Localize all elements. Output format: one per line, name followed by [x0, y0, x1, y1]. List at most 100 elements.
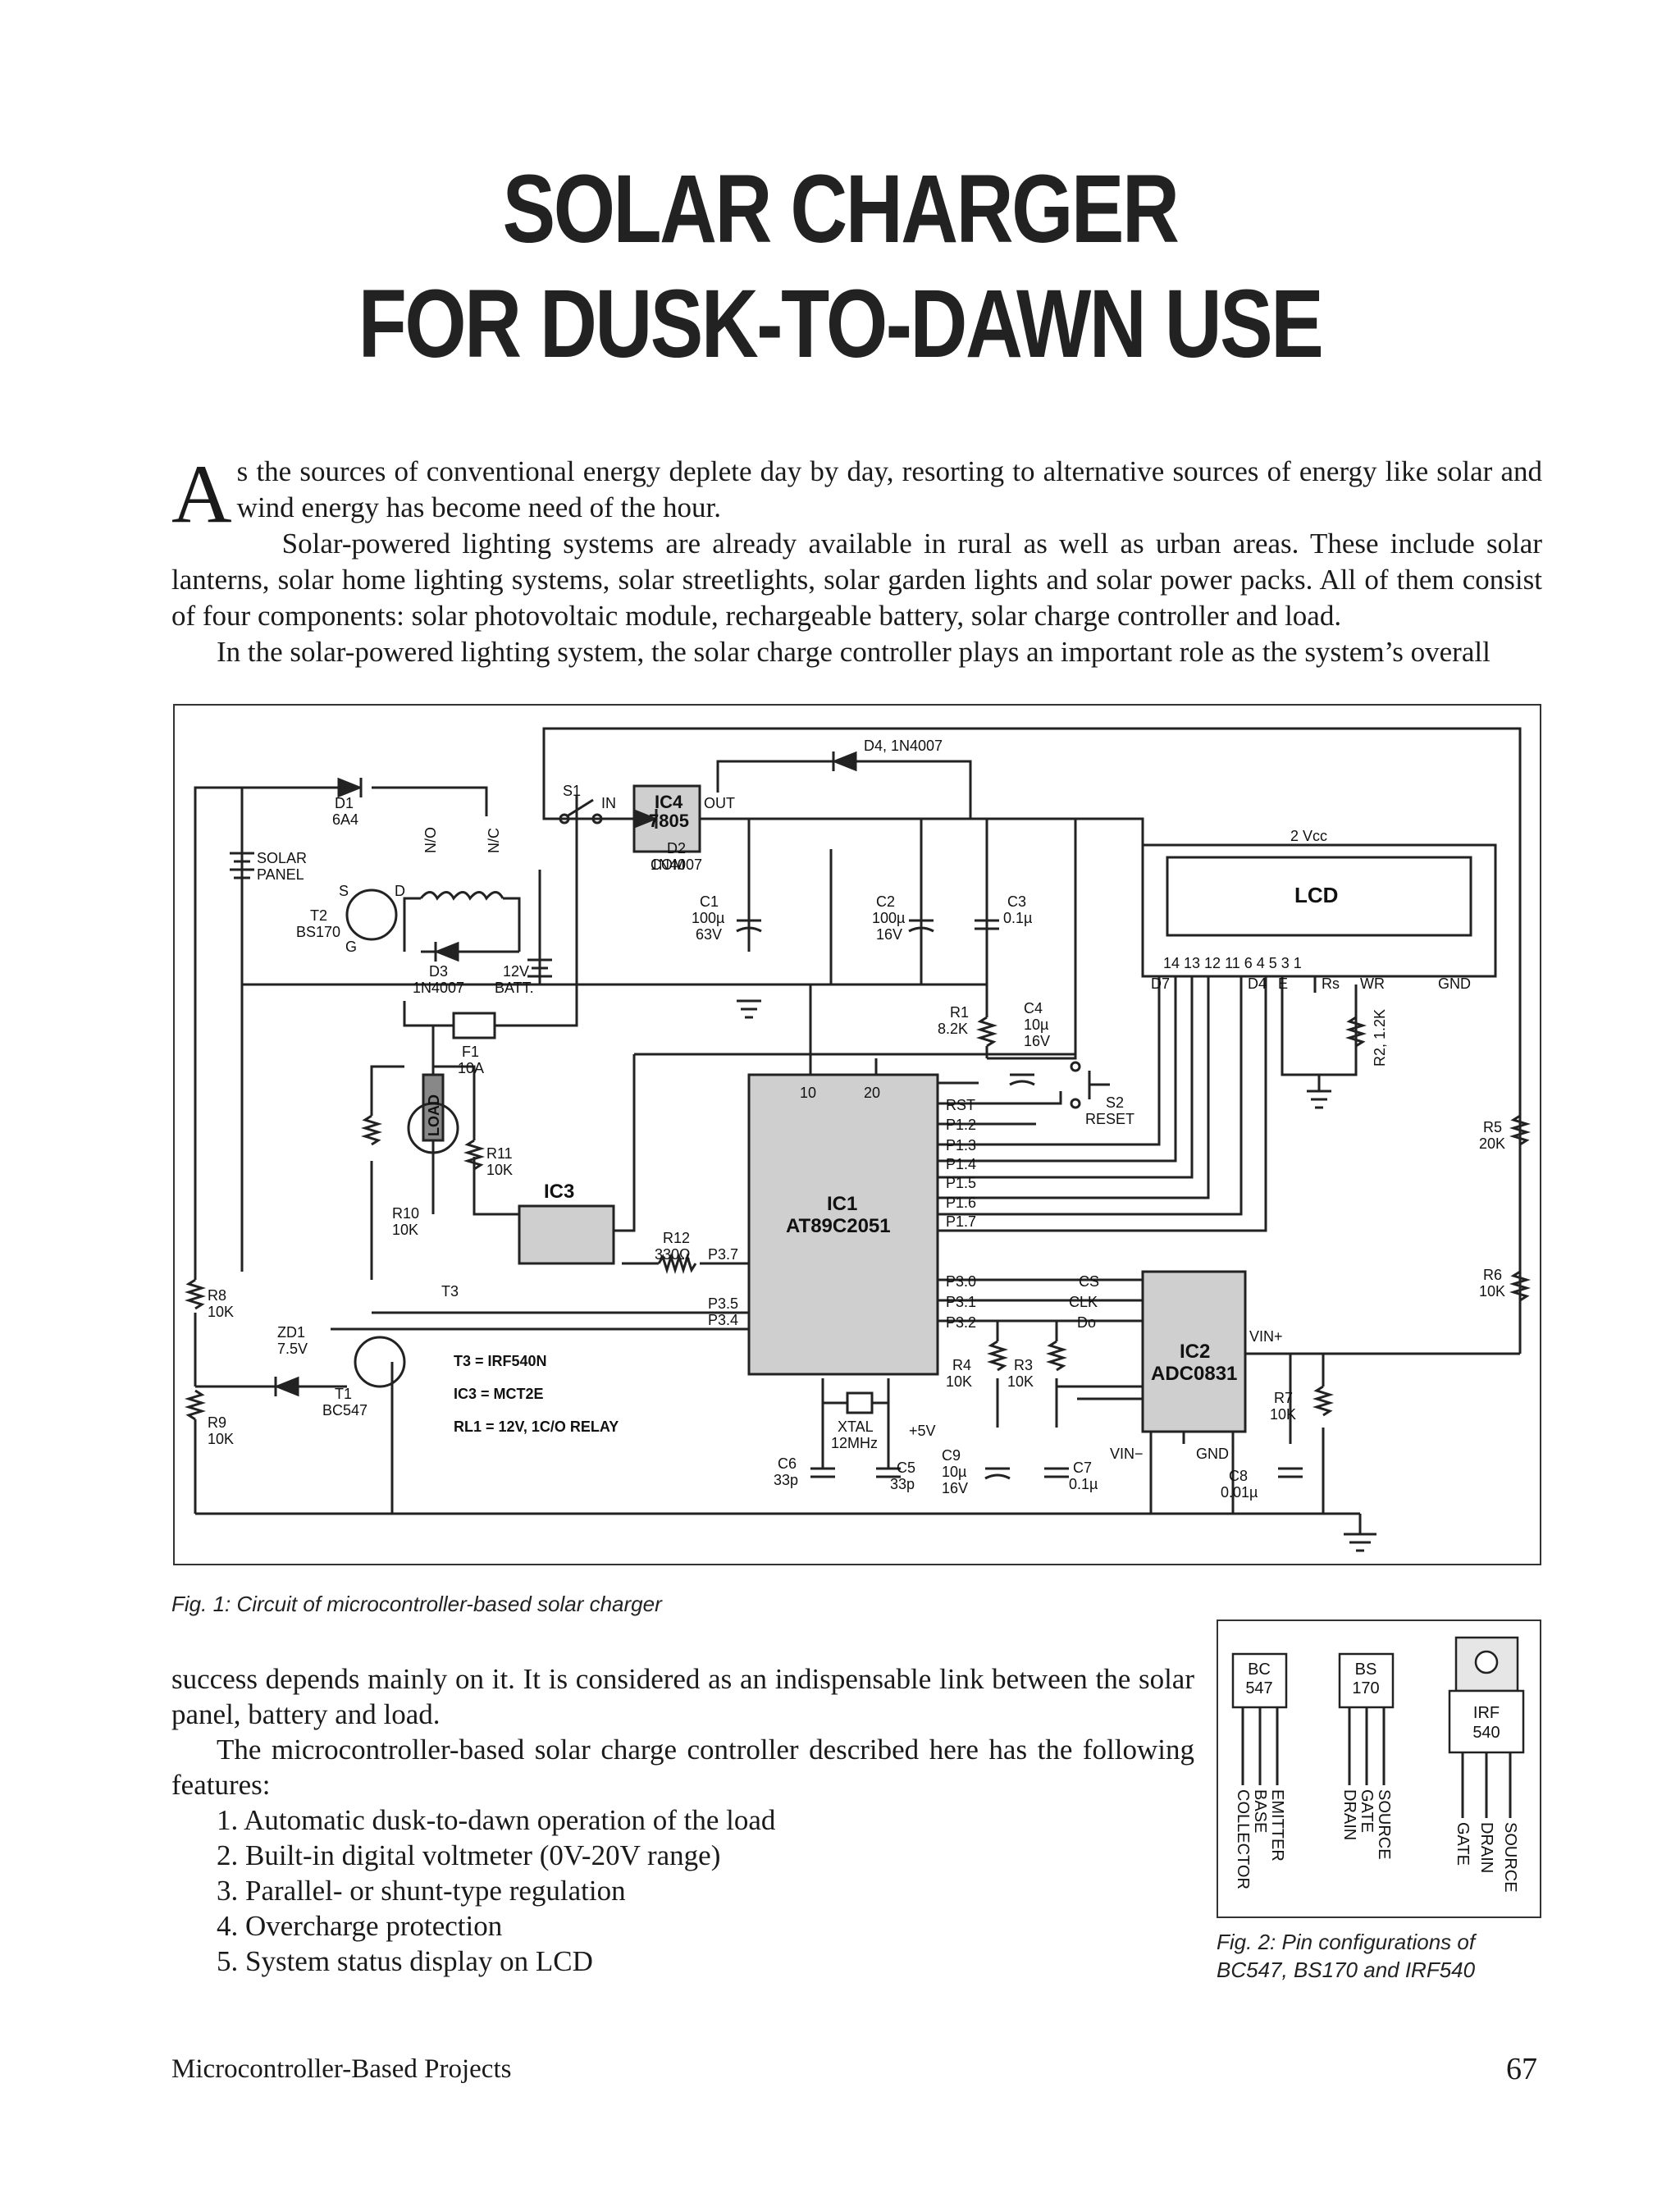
figure-2-caption: Fig. 2: Pin configurations of BC547, BS1…: [1217, 1928, 1475, 1984]
c6-value: 33p: [774, 1472, 798, 1488]
c9-value-1: 10µ: [942, 1464, 966, 1480]
d1-label: D1: [335, 795, 354, 811]
solar-label-2: PANEL: [257, 866, 304, 883]
t2-value: BS170: [296, 924, 340, 940]
c9-value-2: 16V: [942, 1480, 968, 1496]
xtal-label: XTAL: [838, 1419, 874, 1435]
c7-value: 0.1µ: [1069, 1476, 1098, 1492]
c1-label: C1: [700, 893, 719, 910]
t3-label: T3: [441, 1283, 459, 1300]
bc547-pin-collector: COLLECTOR: [1234, 1789, 1252, 1889]
r7-label: R7: [1274, 1390, 1293, 1406]
r6-value: 10K: [1479, 1283, 1505, 1300]
xtal-value: 12MHz: [831, 1435, 878, 1451]
pin-config-figure: BC 547 BS 170 IRF 540 COLLECTOR BASE EMI…: [1217, 1620, 1541, 1918]
solar-label-1: SOLAR: [257, 850, 307, 866]
r5-label: R5: [1483, 1119, 1502, 1135]
batt-label-1: 12V: [503, 963, 529, 980]
lcd-d4-label: D4: [1248, 975, 1267, 992]
d2-label: D2: [667, 840, 686, 857]
c1-value-1: 100µ: [692, 910, 724, 926]
r8-label: R8: [208, 1287, 226, 1304]
page-number: 67: [1506, 2052, 1537, 2086]
feature-item: 2. Built-in digital voltmeter (0V-20V ra…: [217, 1839, 721, 1871]
bc547-label-1: BC: [1248, 1661, 1271, 1679]
relay-nc-label: N/C: [486, 828, 502, 853]
c8-label: C8: [1229, 1468, 1248, 1484]
f1-value: 10A: [458, 1060, 484, 1076]
lcd-e-label: E: [1278, 975, 1288, 992]
c2-value-1: 100µ: [872, 910, 905, 926]
ic1-p17: P1.7: [946, 1213, 976, 1230]
ic1-p12: P1.2: [946, 1117, 976, 1133]
zd1-value: 7.5V: [277, 1341, 308, 1357]
note-t3: T3 = IRF540N: [454, 1353, 547, 1369]
c4-value-1: 10µ: [1024, 1016, 1048, 1033]
r8-value: 10K: [208, 1304, 234, 1320]
ic1-p32: P3.2: [946, 1314, 976, 1331]
feature-item: 3. Parallel- or shunt-type regulation: [217, 1875, 626, 1907]
r4-label: R4: [952, 1357, 971, 1373]
lcd-label: LCD: [1294, 883, 1338, 907]
ic4-label: IC4: [655, 792, 683, 812]
ic2-vinm: VIN−: [1110, 1446, 1144, 1462]
r7-value: 10K: [1270, 1406, 1296, 1423]
circuit-diagram: D1 6A4 SOLAR PANEL S D T2 BS170 G N/O N/…: [184, 727, 1532, 1552]
feature-item: 1. Automatic dusk-to-dawn operation of t…: [217, 1804, 776, 1836]
zd1-label: ZD1: [277, 1324, 305, 1341]
ic1-label: IC1: [827, 1193, 857, 1215]
t2-s-label: S: [339, 883, 349, 899]
t2-d-label: D: [395, 883, 405, 899]
f1-label: F1: [462, 1044, 479, 1060]
r2-label: R2, 1.2K: [1372, 1009, 1388, 1067]
c3-label: C3: [1007, 893, 1026, 910]
ic1-p31: P3.1: [946, 1294, 976, 1310]
ic1-p13: P1.3: [946, 1137, 976, 1154]
d4-label: D4, 1N4007: [864, 738, 943, 754]
ic4-value: 7805: [649, 811, 689, 831]
ic1-p30: P3.0: [946, 1273, 976, 1290]
s1-label: S1: [563, 783, 581, 799]
ic1-p15: P1.5: [946, 1175, 976, 1191]
ic2-do: Do: [1077, 1314, 1096, 1331]
r10-value: 10K: [392, 1222, 418, 1238]
r10-label: R10: [392, 1205, 419, 1222]
r9-value: 10K: [208, 1431, 234, 1447]
c9-label: C9: [942, 1447, 961, 1464]
circuit-figure: D1 6A4 SOLAR PANEL S D T2 BS170 G N/O N/…: [173, 704, 1541, 1565]
r12-label: R12: [663, 1230, 690, 1246]
ic3-label: IC3: [544, 1181, 574, 1203]
bs170-label-1: BS: [1355, 1661, 1377, 1679]
ic1-p16: P1.6: [946, 1195, 976, 1211]
body-paragraph-2: The microcontroller-based solar charge c…: [171, 1734, 1194, 1801]
ic1-pin10: 10: [800, 1085, 816, 1101]
ic1-p37: P3.7: [708, 1246, 738, 1263]
note-ic3: IC3 = MCT2E: [454, 1386, 544, 1402]
r12-value: 330Ω: [655, 1246, 691, 1263]
lcd-gnd-label: GND: [1438, 975, 1471, 992]
vcc-label: 2 Vcc: [1290, 828, 1327, 844]
lcd-wr-label: WR: [1360, 975, 1385, 992]
lcd-d7-label: D7: [1151, 975, 1170, 992]
c4-label: C4: [1024, 1000, 1043, 1016]
ic1-pin20: 20: [864, 1085, 880, 1101]
r1-value: 8.2K: [938, 1021, 968, 1037]
c3-value: 0.1µ: [1003, 910, 1032, 926]
load-label: LOAD: [426, 1094, 442, 1136]
lcd-rs-label: Rs: [1322, 975, 1340, 992]
ic2-clk: CLK: [1069, 1294, 1098, 1310]
d3-value: 1N4007: [413, 980, 464, 996]
r6-label: R6: [1483, 1267, 1502, 1283]
bc547-pin-base: BASE: [1251, 1789, 1269, 1833]
bs170-pin-gate: GATE: [1358, 1789, 1376, 1833]
figure-2-caption-line-1: Fig. 2: Pin configurations of: [1217, 1930, 1476, 1954]
drop-cap: A: [171, 448, 232, 541]
figure-1-caption: Fig. 1: Circuit of microcontroller-based…: [171, 1592, 662, 1616]
title-line-2: FOR DUSK-TO-DAWN USE: [358, 270, 1324, 378]
t2-g-label: G: [345, 939, 357, 955]
title-line-1: SOLAR CHARGER: [502, 155, 1180, 263]
d3-label: D3: [429, 963, 448, 980]
ic4-out-label: OUT: [704, 795, 735, 811]
c4-value-2: 16V: [1024, 1033, 1050, 1049]
